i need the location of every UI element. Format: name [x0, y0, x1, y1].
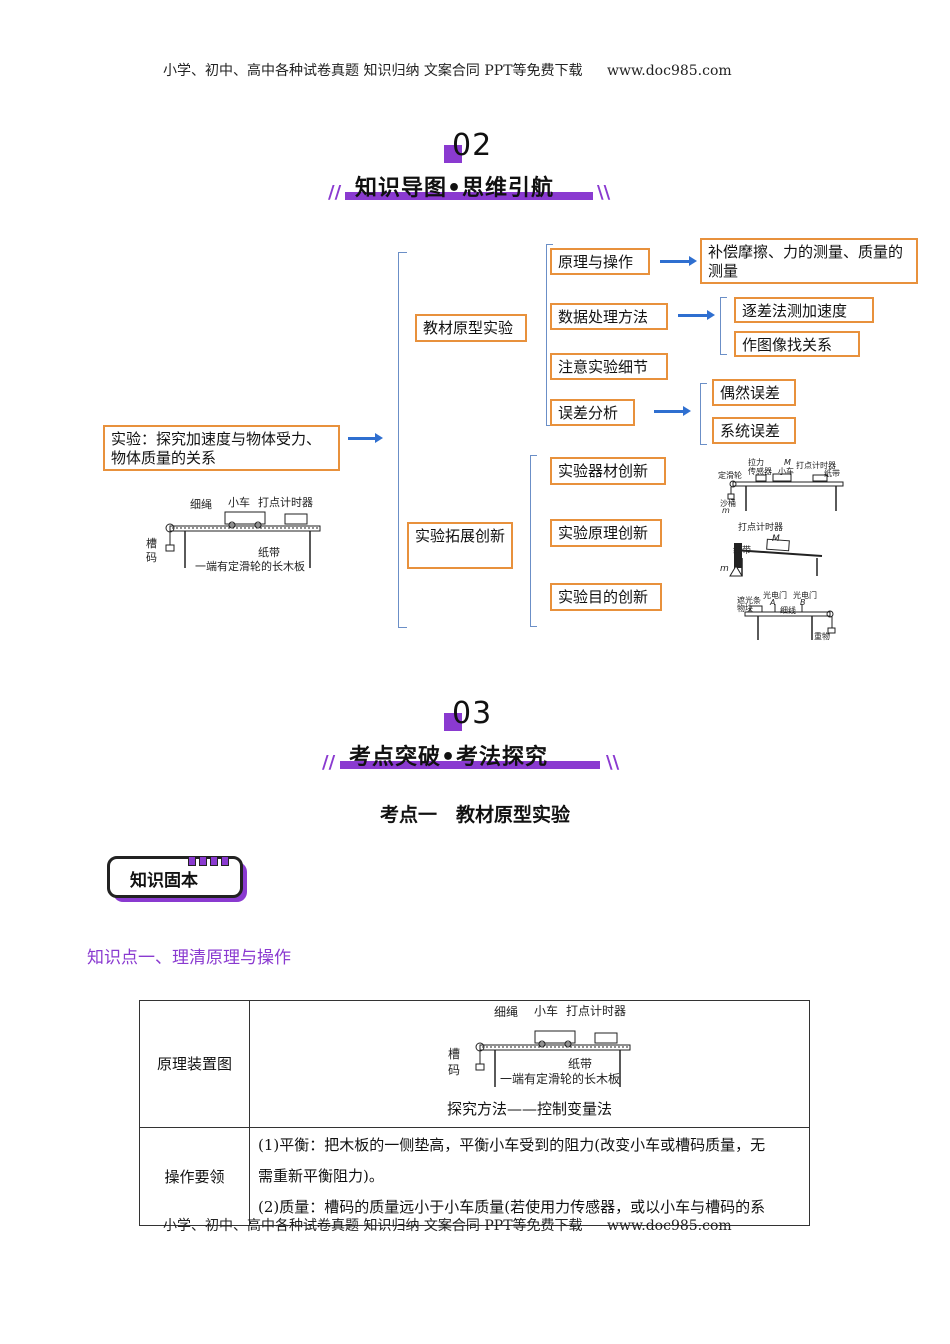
diagram-3-label: A — [770, 598, 776, 607]
table-apparatus-diagram — [475, 1030, 631, 1087]
section-title-bar — [340, 761, 600, 769]
diagram-3-label: 细线 — [780, 606, 796, 615]
mindmap-b2-item: 实验目的创新 — [550, 583, 662, 611]
table-line: (1)平衡：把木板的一侧垫高，平衡小车受到的阻力(改变小车或槽码质量，无 — [258, 1136, 766, 1154]
diagram-1-label: m — [722, 506, 730, 515]
mindmap-detail: 逐差法测加速度 — [734, 297, 874, 323]
root-diagram-label: 一端有定滑轮的长木板 — [195, 560, 305, 573]
slash-decoration-left: // — [322, 752, 336, 773]
knowledge-point-heading: 知识点一、理清原理与操作 — [87, 948, 291, 968]
root-apparatus-diagram — [165, 511, 321, 568]
bracket — [530, 455, 537, 627]
diagram-3-label: 遮光条 — [737, 596, 761, 605]
diagram-1-label: 拉力 — [748, 458, 764, 467]
section-title-bar — [345, 192, 593, 200]
table-diagram-cell: 细绳 小车 打点计时器 槽 码 纸带 一端有定滑轮的长木板 探究方法——控制变量… — [249, 1000, 810, 1128]
footer-url: www.doc985.com — [606, 1218, 732, 1234]
root-diagram-label: 纸带 — [258, 546, 280, 559]
badge-label: 知识固本 — [130, 871, 198, 891]
mindmap-b1-item: 注意实验细节 — [550, 353, 668, 380]
table-diagram-label: 一端有定滑轮的长木板 — [500, 1072, 621, 1086]
table-diagram-label: 小车 — [534, 1004, 559, 1018]
diagram-1-label: 纸带 — [824, 469, 840, 478]
table-diagram-label: 打点计时器 — [566, 1004, 627, 1018]
topic-heading: 考点一 教材原型实验 — [379, 804, 570, 826]
mindmap-b1-item: 原理与操作 — [550, 248, 650, 275]
slash-decoration-right: \\ — [597, 182, 611, 203]
diagram-2-label: m — [720, 564, 729, 574]
mindmap-detail: 作图像找关系 — [734, 331, 860, 357]
mindmap-detail: 偶然误差 — [712, 379, 796, 406]
root-diagram-label: 槽 — [146, 537, 157, 550]
table-line: (2)质量：槽码的质量远小于小车质量(若使用力传感器，或以小车与槽码的系 — [258, 1198, 766, 1216]
table-diagram-label: 纸带 — [568, 1057, 593, 1071]
diagram-2-label: 打点计时器 — [738, 523, 784, 533]
diagram-3-label: 重物 — [814, 632, 830, 641]
arrow-icon — [660, 256, 697, 266]
section-number: 03 — [452, 696, 493, 731]
diagram-2-label: 纸带 — [733, 546, 752, 556]
diagram-1-label: 定滑轮 — [718, 471, 742, 480]
root-diagram-label: 细绳 — [190, 498, 212, 511]
diagram-1-label: 小车 — [778, 467, 794, 476]
mindmap-b2-item: 实验原理创新 — [550, 519, 662, 547]
mindmap-branch-1: 教材原型实验 — [415, 314, 527, 342]
section-title: 知识导图•思维引航 — [355, 176, 555, 201]
table-content-cell: (1)平衡：把木板的一侧垫高，平衡小车受到的阻力(改变小车或槽码质量，无 需重新… — [249, 1127, 810, 1226]
section-number-accent — [444, 713, 462, 731]
apparatus-diagram-3 — [744, 604, 836, 640]
mindmap-b2-item: 实验器材创新 — [550, 457, 666, 485]
root-diagram-label: 码 — [146, 551, 157, 564]
mindmap-detail: 系统误差 — [712, 417, 796, 444]
mindmap-b1-item: 误差分析 — [550, 399, 635, 426]
bracket — [720, 297, 727, 355]
table-row-label: 原理装置图 — [139, 1000, 250, 1128]
bracket — [700, 383, 707, 445]
section-number: 02 — [452, 128, 493, 163]
diagram-1-label: 沙桶 — [720, 499, 736, 508]
knowledge-badge: 知识固本 — [107, 856, 243, 898]
diagram-3-label: 光电门 — [763, 591, 787, 600]
slash-decoration-left: // — [328, 182, 342, 203]
header-text: 小学、初中、高中各种试卷真题 知识归纳 文案合同 PPT等免费下载 — [163, 63, 583, 79]
principle-table: 原理装置图 细绳 小车 打点计时器 槽 码 纸带 一端有定滑轮的长木板 — [139, 1000, 810, 1226]
diagram-3-label: 物块 — [737, 604, 753, 613]
diagram-3-label: B — [800, 598, 806, 607]
table-line: 需重新平衡阻力)。 — [258, 1167, 384, 1185]
root-diagram-label: 小车 — [228, 496, 250, 509]
footer-text: 小学、初中、高中各种试卷真题 知识归纳 文案合同 PPT等免费下载 — [163, 1218, 583, 1234]
table-row: 原理装置图 细绳 小车 打点计时器 槽 码 纸带 一端有定滑轮的长木板 — [139, 1000, 810, 1128]
table-row-label: 操作要领 — [139, 1127, 250, 1226]
diagram-1-label: 打点计时器 — [796, 461, 836, 470]
diagram-2-label: M — [772, 534, 780, 544]
page-footer: 小学、初中、高中各种试卷真题 知识归纳 文案合同 PPT等免费下载 www.do… — [163, 1215, 732, 1235]
table-diagram-label: 槽 — [448, 1047, 461, 1061]
diagram-1-label: M — [784, 458, 791, 467]
mindmap-branch-2: 实验拓展创新 — [407, 522, 513, 569]
section-number-accent — [444, 145, 462, 163]
arrow-icon — [654, 406, 691, 416]
apparatus-diagram-2 — [729, 538, 823, 577]
bracket — [398, 252, 407, 628]
mindmap-detail: 补偿摩擦、力的测量、质量的测量 — [700, 238, 918, 284]
diagram-3-label: 光电门 — [793, 591, 817, 600]
root-diagram-label: 打点计时器 — [258, 496, 313, 509]
page-header: 小学、初中、高中各种试卷真题 知识归纳 文案合同 PPT等免费下载 www.do… — [163, 60, 732, 80]
arrow-icon — [678, 310, 715, 320]
header-url: www.doc985.com — [606, 63, 732, 79]
section-title: 考点突破•考法探究 — [349, 745, 549, 770]
table-diagram-label: 细绳 — [494, 1005, 519, 1019]
table-row: 操作要领 (1)平衡：把木板的一侧垫高，平衡小车受到的阻力(改变小车或槽码质量，… — [139, 1127, 810, 1226]
diagram-1-label: 传感器 — [748, 467, 772, 476]
bracket — [546, 244, 553, 426]
table-caption: 探究方法——控制变量法 — [446, 1100, 612, 1118]
slash-decoration-right: \\ — [606, 752, 620, 773]
mindmap-root: 实验：探究加速度与物体受力、物体质量的关系 — [103, 425, 340, 471]
apparatus-diagram-1 — [727, 473, 844, 511]
arrow-icon — [348, 433, 383, 443]
badge-ring-decoration — [188, 851, 234, 866]
table-diagram-label: 码 — [448, 1063, 461, 1077]
mindmap-b1-item: 数据处理方法 — [550, 303, 668, 330]
